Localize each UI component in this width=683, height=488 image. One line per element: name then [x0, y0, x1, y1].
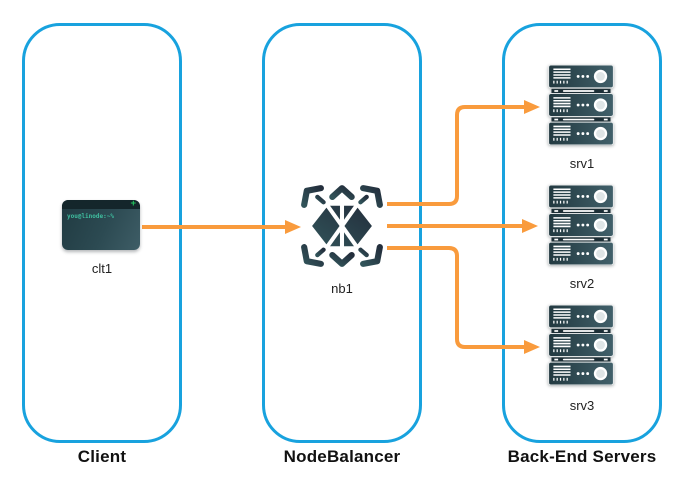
- node-label-clt1: clt1: [91, 261, 113, 276]
- server-stack-icon-srv2: [547, 185, 615, 265]
- nodebalancer-icon: [301, 185, 383, 267]
- terminal-plus-icon: +: [130, 200, 136, 209]
- terminal-titlebar: +: [62, 200, 140, 209]
- terminal-icon: + you@linode:~%: [62, 200, 140, 250]
- nodebalancer-group-box: [262, 23, 422, 443]
- client-group-label: Client: [77, 447, 127, 466]
- backend-servers-group-box: [502, 23, 662, 443]
- terminal-prompt: you@linode:~%: [67, 213, 114, 220]
- node-label-srv1: srv1: [569, 156, 595, 171]
- server-stack-icon-srv1: [547, 65, 615, 145]
- nodebalancer-group-label: NodeBalancer: [283, 447, 401, 466]
- client-group-box: [22, 23, 182, 443]
- backend-servers-group-label: Back-End Servers: [507, 447, 657, 466]
- node-label-nb1: nb1: [331, 281, 353, 296]
- node-label-srv3: srv3: [569, 398, 595, 413]
- server-stack-icon-srv3: [547, 305, 615, 385]
- node-label-srv2: srv2: [569, 276, 595, 291]
